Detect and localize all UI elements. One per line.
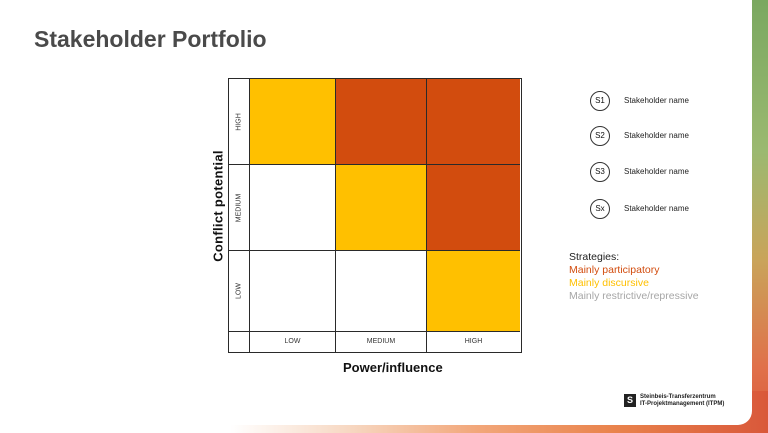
stakeholder-name: Stakeholder name	[624, 167, 689, 176]
col-label-medium: MEDIUM	[336, 332, 427, 352]
cell-medium-medium	[336, 165, 427, 251]
cell-low-low	[250, 251, 336, 332]
cell-medium-high	[427, 165, 520, 251]
cell-low-medium	[336, 251, 427, 332]
cell-low-high	[427, 251, 520, 332]
row-label-high: HIGH	[229, 79, 250, 165]
cell-high-low	[250, 79, 336, 165]
strategy-participatory: Mainly participatory	[569, 264, 660, 276]
strategies-legend: Strategies: Mainly participatory Mainly …	[569, 251, 699, 303]
corner-cell	[229, 332, 250, 352]
stakeholder-id-badge: S2	[590, 126, 610, 146]
stakeholder-matrix: HIGH MEDIUM LOW LOW MEDIUM HIGH	[228, 78, 522, 353]
strategy-discursive: Mainly discursive	[569, 277, 649, 289]
stakeholder-name: Stakeholder name	[624, 204, 689, 213]
stakeholder-name: Stakeholder name	[624, 96, 689, 105]
stakeholder-id-badge: Sx	[590, 199, 610, 219]
cell-high-high	[427, 79, 520, 165]
stakeholder-id-badge: S3	[590, 162, 610, 182]
y-axis-label: Conflict potential	[210, 150, 226, 262]
stakeholder-name: Stakeholder name	[624, 131, 689, 140]
steinbeis-logo-icon: S	[624, 394, 636, 407]
strategies-heading: Strategies:	[569, 251, 620, 263]
slide-title: Stakeholder Portfolio	[34, 26, 267, 52]
logo-line-1: Steinbeis-Transferzentrum	[640, 394, 716, 400]
col-label-high: HIGH	[464, 338, 483, 345]
slide: Stakeholder Portfolio Conflict potential…	[34, 26, 725, 408]
logo-text: Steinbeis-Transferzentrum IT-Projektmana…	[640, 394, 724, 408]
row-label-low: LOW	[229, 251, 250, 332]
strategy-restrictive: Mainly restrictive/repressive	[569, 290, 699, 302]
col-label-low: LOW	[250, 332, 336, 352]
cell-medium-low	[250, 165, 336, 251]
x-axis-label: Power/influence	[343, 360, 443, 375]
logo-line-2: IT-Projektmanagement (ITPM)	[640, 401, 725, 407]
row-label-medium: MEDIUM	[229, 165, 250, 251]
cell-high-medium	[336, 79, 427, 165]
stakeholder-id-badge: S1	[590, 91, 610, 111]
